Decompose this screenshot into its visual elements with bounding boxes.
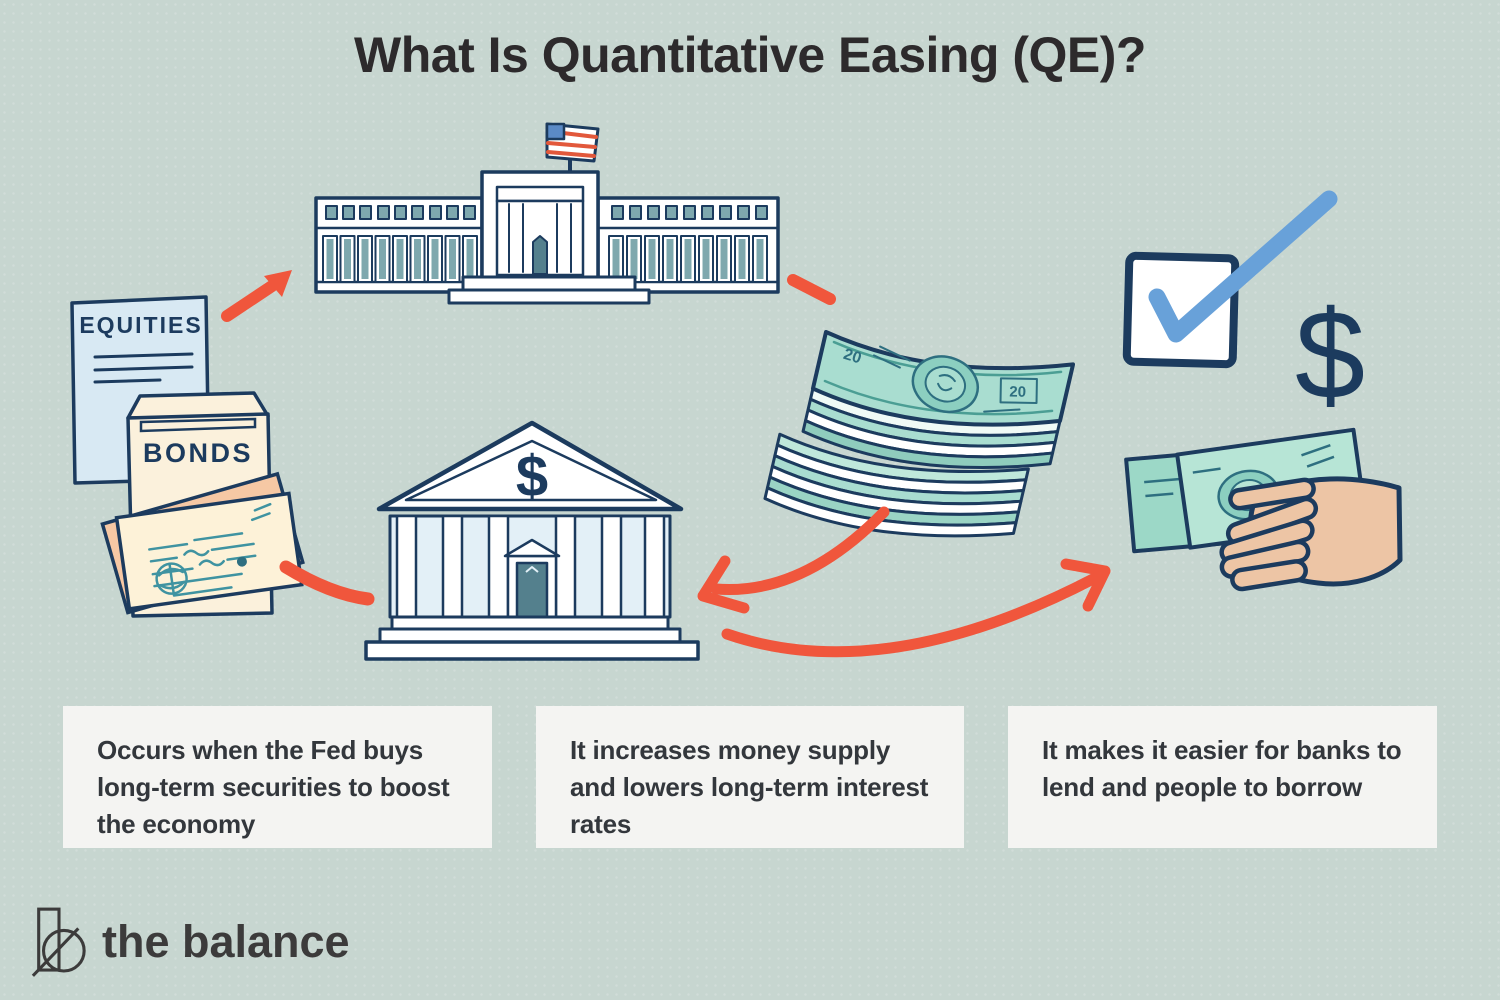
- arrow-bank-to-borrowers: [721, 572, 1101, 658]
- callout-text: It increases money supply and lowers lon…: [570, 735, 929, 839]
- callout-fed-buys: Occurs when the Fed buys long-term secur…: [63, 706, 492, 848]
- money-stack-illustration: 20 20: [763, 330, 1076, 538]
- flow-arrows: [221, 270, 1111, 658]
- arrow-bank-to-bonds: [279, 560, 375, 606]
- fed-door: [532, 235, 548, 275]
- dollar-sign: $: [1295, 284, 1365, 425]
- brand-footer: the balance: [30, 900, 350, 984]
- bonds-envelope-illustration: BONDS: [100, 391, 305, 618]
- arrow-money-to-bank: [710, 506, 890, 596]
- right-wing-small-windows: [611, 205, 768, 220]
- top-dollar-bill: 20 20: [810, 330, 1076, 427]
- callout-lend-borrow: It makes it easier for banks to lend and…: [1008, 706, 1437, 848]
- checkbox-illustration: [1122, 190, 1338, 369]
- left-wing-tall-windows: [322, 235, 478, 283]
- bank-building-illustration: $: [364, 420, 700, 661]
- bonds-label: BONDS: [143, 438, 253, 468]
- arrow-fed-to-money: [787, 274, 836, 305]
- bill-denomination-right: 20: [1009, 383, 1026, 400]
- fingers: [1219, 477, 1319, 592]
- envelope-slit: [139, 417, 257, 433]
- bill-denomination-left: 20: [841, 346, 863, 367]
- us-flag-icon: [545, 122, 600, 163]
- left-wing-small-windows: [325, 205, 476, 220]
- checkmark-icon: [1148, 190, 1338, 343]
- brand-name: the balance: [102, 916, 350, 967]
- bank-columns: [395, 514, 666, 619]
- bond-certificate-front: [114, 491, 304, 611]
- page-title: What Is Quantitative Easing (QE)?: [354, 27, 1146, 83]
- bank-door: [503, 538, 561, 619]
- equities-label: EQUITIES: [79, 312, 202, 338]
- right-wing-tall-windows: [608, 235, 768, 283]
- callout-money-supply: It increases money supply and lowers lon…: [536, 706, 964, 848]
- hand-with-cash-illustration: [1124, 427, 1403, 592]
- bank-dollar-sign: $: [516, 444, 548, 509]
- arrow-securities-to-fed: [221, 280, 278, 322]
- thumb: [1228, 477, 1316, 511]
- federal-reserve-building-illustration: [314, 122, 780, 305]
- callout-text: It makes it easier for banks to lend and…: [1042, 735, 1402, 802]
- callout-text: Occurs when the Fed buys long-term secur…: [97, 735, 450, 839]
- the-balance-logo-icon: [31, 907, 86, 977]
